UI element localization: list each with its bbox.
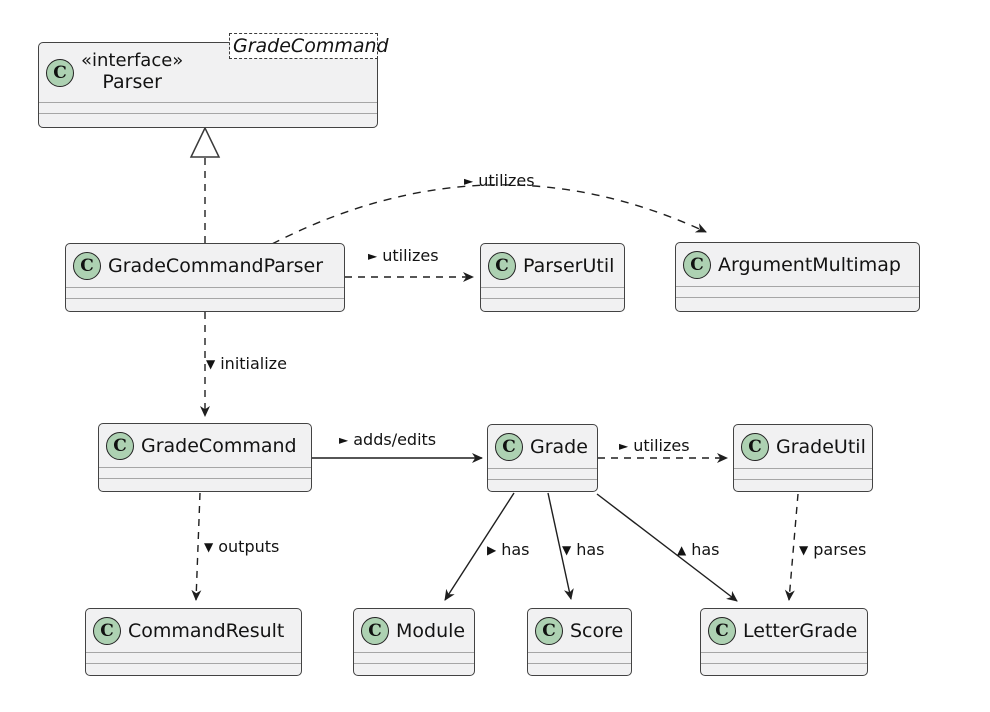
fields-compartment — [99, 467, 311, 478]
fields-compartment — [701, 652, 867, 663]
class-name: Grade — [530, 435, 588, 458]
class-box-grade: C Grade — [487, 424, 598, 492]
edge-label-text: utilizes — [633, 436, 690, 455]
methods-compartment — [488, 479, 597, 491]
class-icon: C — [106, 431, 134, 460]
generic-type-label: GradeCommand — [229, 33, 389, 59]
direction-arrow-icon: ▼ — [206, 356, 216, 371]
direction-arrow-icon: ▼ — [204, 539, 214, 554]
fields-compartment — [39, 102, 377, 113]
methods-compartment — [701, 663, 867, 675]
class-name: ArgumentMultimap — [718, 253, 901, 276]
class-name: GradeCommandParser — [108, 254, 324, 277]
class-icon: C — [93, 616, 121, 645]
class-name: Parser — [102, 70, 162, 93]
edge-label-adds-edits: ► adds/edits — [339, 430, 436, 449]
class-box-argumentmultimap: C ArgumentMultimap — [675, 242, 920, 312]
class-name: Module — [396, 619, 466, 642]
edge-label-text: has — [576, 540, 605, 559]
class-box-gradecommand: C GradeCommand — [98, 423, 312, 492]
direction-arrow-icon: ▼ — [799, 542, 809, 557]
methods-compartment — [99, 478, 311, 491]
direction-arrow-icon: ▼ — [562, 542, 572, 557]
edge-label-text: outputs — [218, 537, 280, 556]
methods-compartment — [481, 298, 624, 311]
fields-compartment — [481, 287, 624, 298]
edge-label-has-score: ▼ has — [562, 540, 605, 559]
methods-compartment — [734, 479, 872, 491]
edge-label-text: has — [501, 540, 530, 559]
fields-compartment — [676, 286, 919, 297]
class-stereotype: «interface» — [81, 50, 184, 72]
edge-label-initialize: ▼ initialize — [206, 354, 287, 373]
methods-compartment — [354, 663, 474, 675]
edge-label-text: initialize — [220, 354, 287, 373]
class-box-parserutil: C ParserUtil — [480, 243, 625, 312]
edge-label-text: has — [691, 540, 720, 559]
class-icon: C — [683, 250, 711, 279]
class-icon: C — [495, 432, 523, 461]
edge-label-parses: ▼ parses — [799, 540, 866, 559]
edge-utilizes-argumentmultimap — [271, 184, 707, 245]
methods-compartment — [39, 113, 377, 127]
class-name: GradeUtil — [776, 435, 866, 458]
fields-compartment — [734, 468, 872, 479]
direction-arrow-icon: ► — [339, 432, 349, 447]
direction-arrow-icon: ▲ — [677, 542, 687, 557]
class-name: Score — [570, 619, 624, 642]
direction-arrow-icon: ► — [619, 438, 629, 453]
realization-triangle — [189, 126, 221, 158]
class-icon: C — [488, 251, 516, 280]
class-icon: C — [361, 616, 389, 645]
class-name: CommandResult — [128, 619, 285, 642]
edge-label-utilizes-argumentmultimap: ► utilizes — [464, 171, 535, 190]
direction-arrow-icon: ▶ — [487, 542, 497, 557]
direction-arrow-icon: ► — [368, 248, 378, 263]
class-box-gradecommandparser: C GradeCommandParser — [65, 243, 345, 312]
class-icon: C — [46, 58, 74, 87]
fields-compartment — [488, 468, 597, 479]
direction-arrow-icon: ► — [464, 173, 474, 188]
methods-compartment — [528, 663, 631, 675]
edge-label-text: parses — [813, 540, 867, 559]
edge-parses — [784, 493, 799, 601]
methods-compartment — [86, 663, 301, 675]
class-icon: C — [73, 251, 101, 280]
class-box-gradeutil: C GradeUtil — [733, 424, 873, 492]
methods-compartment — [676, 297, 919, 311]
edge-label-text: utilizes — [478, 171, 535, 190]
fields-compartment — [66, 287, 344, 298]
edge-label-outputs: ▼ outputs — [204, 537, 279, 556]
edge-outputs — [191, 492, 202, 601]
fields-compartment — [86, 652, 301, 663]
class-box-commandresult: C CommandResult — [85, 608, 302, 676]
class-icon: C — [741, 432, 769, 461]
edge-label-utilizes-gradeutil: ► utilizes — [619, 436, 690, 455]
edge-label-utilizes-parserutil: ► utilizes — [368, 246, 439, 265]
class-name: LetterGrade — [743, 619, 858, 642]
edge-label-text: adds/edits — [353, 430, 437, 449]
edge-label-text: utilizes — [382, 246, 439, 265]
fields-compartment — [354, 652, 474, 663]
class-box-score: C Score — [527, 608, 632, 676]
class-name: ParserUtil — [523, 254, 615, 277]
fields-compartment — [528, 652, 631, 663]
edge-label-has-module: ▶ has — [487, 540, 530, 559]
class-icon: C — [708, 616, 736, 645]
class-icon: C — [535, 616, 563, 645]
class-name: GradeCommand — [141, 434, 297, 457]
methods-compartment — [66, 298, 344, 311]
class-box-module: C Module — [353, 608, 475, 676]
edge-label-has-lettergrade: ▲ has — [677, 540, 720, 559]
class-box-lettergrade: C LetterGrade — [700, 608, 868, 676]
